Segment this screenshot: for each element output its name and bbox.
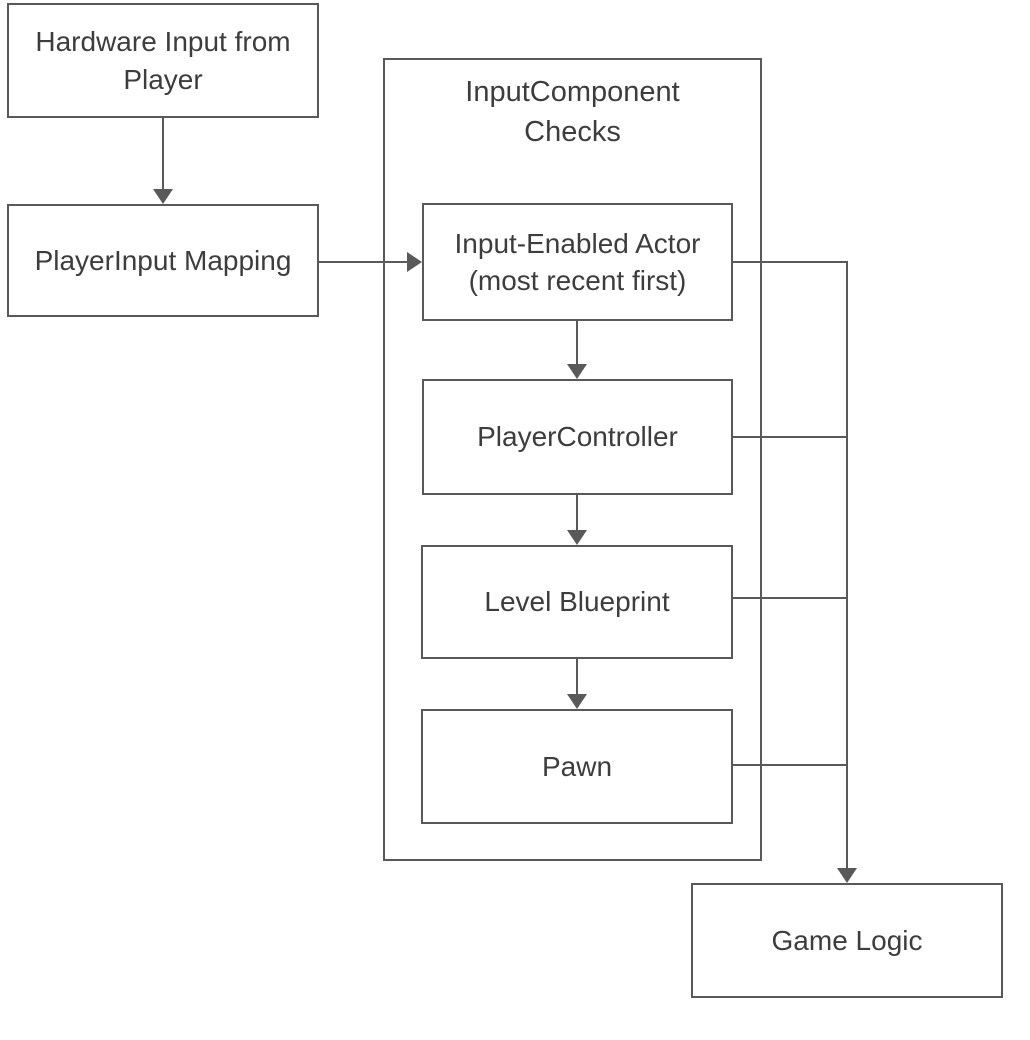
arrow-down-icon <box>567 694 587 709</box>
node-playerinput-mapping: PlayerInput Mapping <box>7 204 319 317</box>
node-playercontroller-label: PlayerController <box>477 421 678 453</box>
node-game-logic: Game Logic <box>691 883 1003 998</box>
node-pawn: Pawn <box>421 709 733 824</box>
inputcomponent-checks-group-title: InputComponent Checks <box>465 76 680 148</box>
edge-playerinput-to-actor-line <box>319 261 407 263</box>
node-level-blueprint: Level Blueprint <box>421 545 733 659</box>
edge-pawn-to-merge-line <box>733 764 848 766</box>
node-hardware-input-label: Hardware Input from Player <box>35 26 291 95</box>
node-input-enabled-actor: Input-Enabled Actor (most recent first) <box>422 203 733 321</box>
edge-actor-to-playercontroller-line <box>576 321 578 365</box>
arrow-right-icon <box>407 252 422 272</box>
edge-hardware-to-playerinput-line <box>162 118 164 190</box>
node-game-logic-label: Game Logic <box>771 924 923 956</box>
edge-playercontroller-to-merge-line <box>733 436 848 438</box>
edge-actor-to-merge-line <box>733 261 848 263</box>
node-input-enabled-actor-label: Input-Enabled Actor (most recent first) <box>454 227 701 296</box>
edge-playercontroller-to-level-line <box>576 495 578 531</box>
node-level-blueprint-label: Level Blueprint <box>484 586 670 618</box>
node-playercontroller: PlayerController <box>422 379 733 495</box>
edge-level-to-merge-line <box>733 597 848 599</box>
edge-level-to-pawn-line <box>576 659 578 695</box>
node-pawn-label: Pawn <box>541 750 613 782</box>
arrow-down-icon <box>153 189 173 204</box>
arrow-down-icon <box>837 868 857 883</box>
arrow-down-icon <box>567 364 587 379</box>
arrow-down-icon <box>567 530 587 545</box>
node-playerinput-mapping-label: PlayerInput Mapping <box>34 244 292 276</box>
edge-merge-to-gamelogic-line <box>846 261 848 868</box>
node-hardware-input-from-player: Hardware Input from Player <box>7 3 319 118</box>
